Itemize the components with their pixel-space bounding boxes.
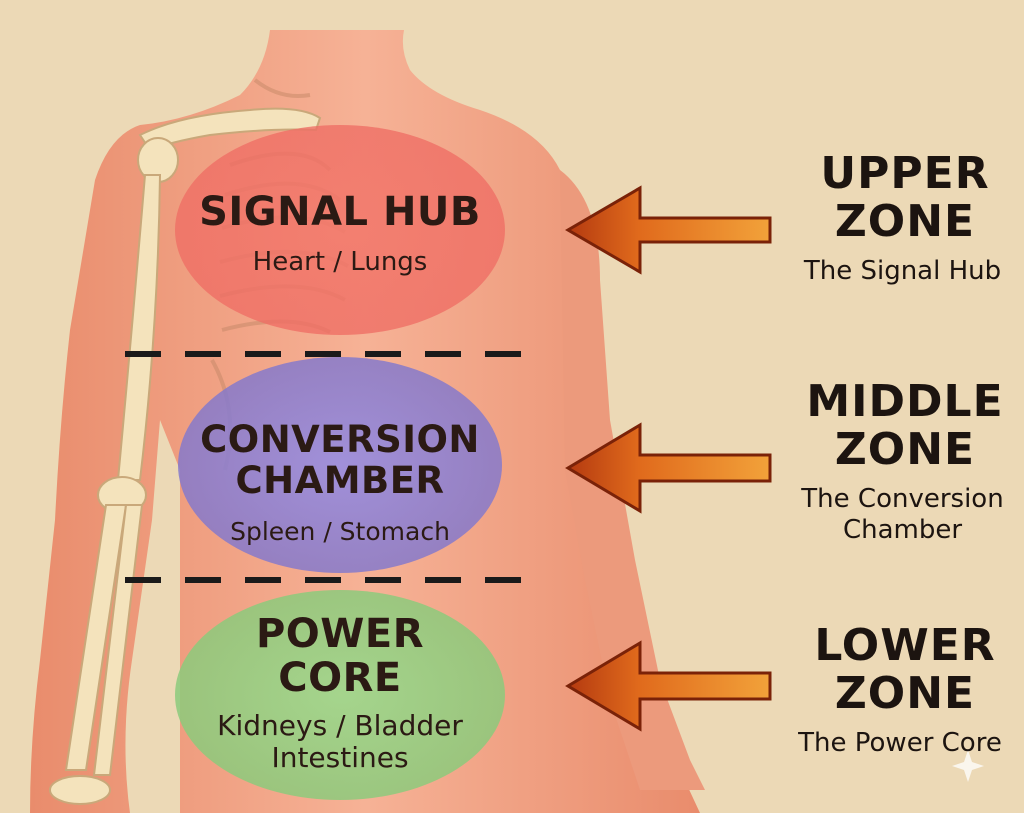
middle-oval-title: CONVERSION CHAMBER (175, 420, 505, 501)
middle-oval-sub: Spleen / Stomach (180, 518, 500, 547)
lower-zone-title: LOWER ZONE (790, 622, 1020, 717)
middle-zone-sub: The Conversion Chamber (785, 484, 1020, 546)
upper-oval-title: SIGNAL HUB (180, 190, 500, 234)
lower-oval-sub: Kidneys / Bladder Intestines (180, 710, 500, 774)
lower-oval-title: POWER CORE (180, 612, 500, 700)
upper-zone-title: UPPER ZONE (790, 150, 1020, 245)
middle-zone-title: MIDDLE ZONE (790, 378, 1020, 473)
upper-oval-sub: Heart / Lungs (180, 248, 500, 278)
upper-zone-sub: The Signal Hub (785, 256, 1020, 287)
lower-zone-sub: The Power Core (780, 728, 1020, 759)
